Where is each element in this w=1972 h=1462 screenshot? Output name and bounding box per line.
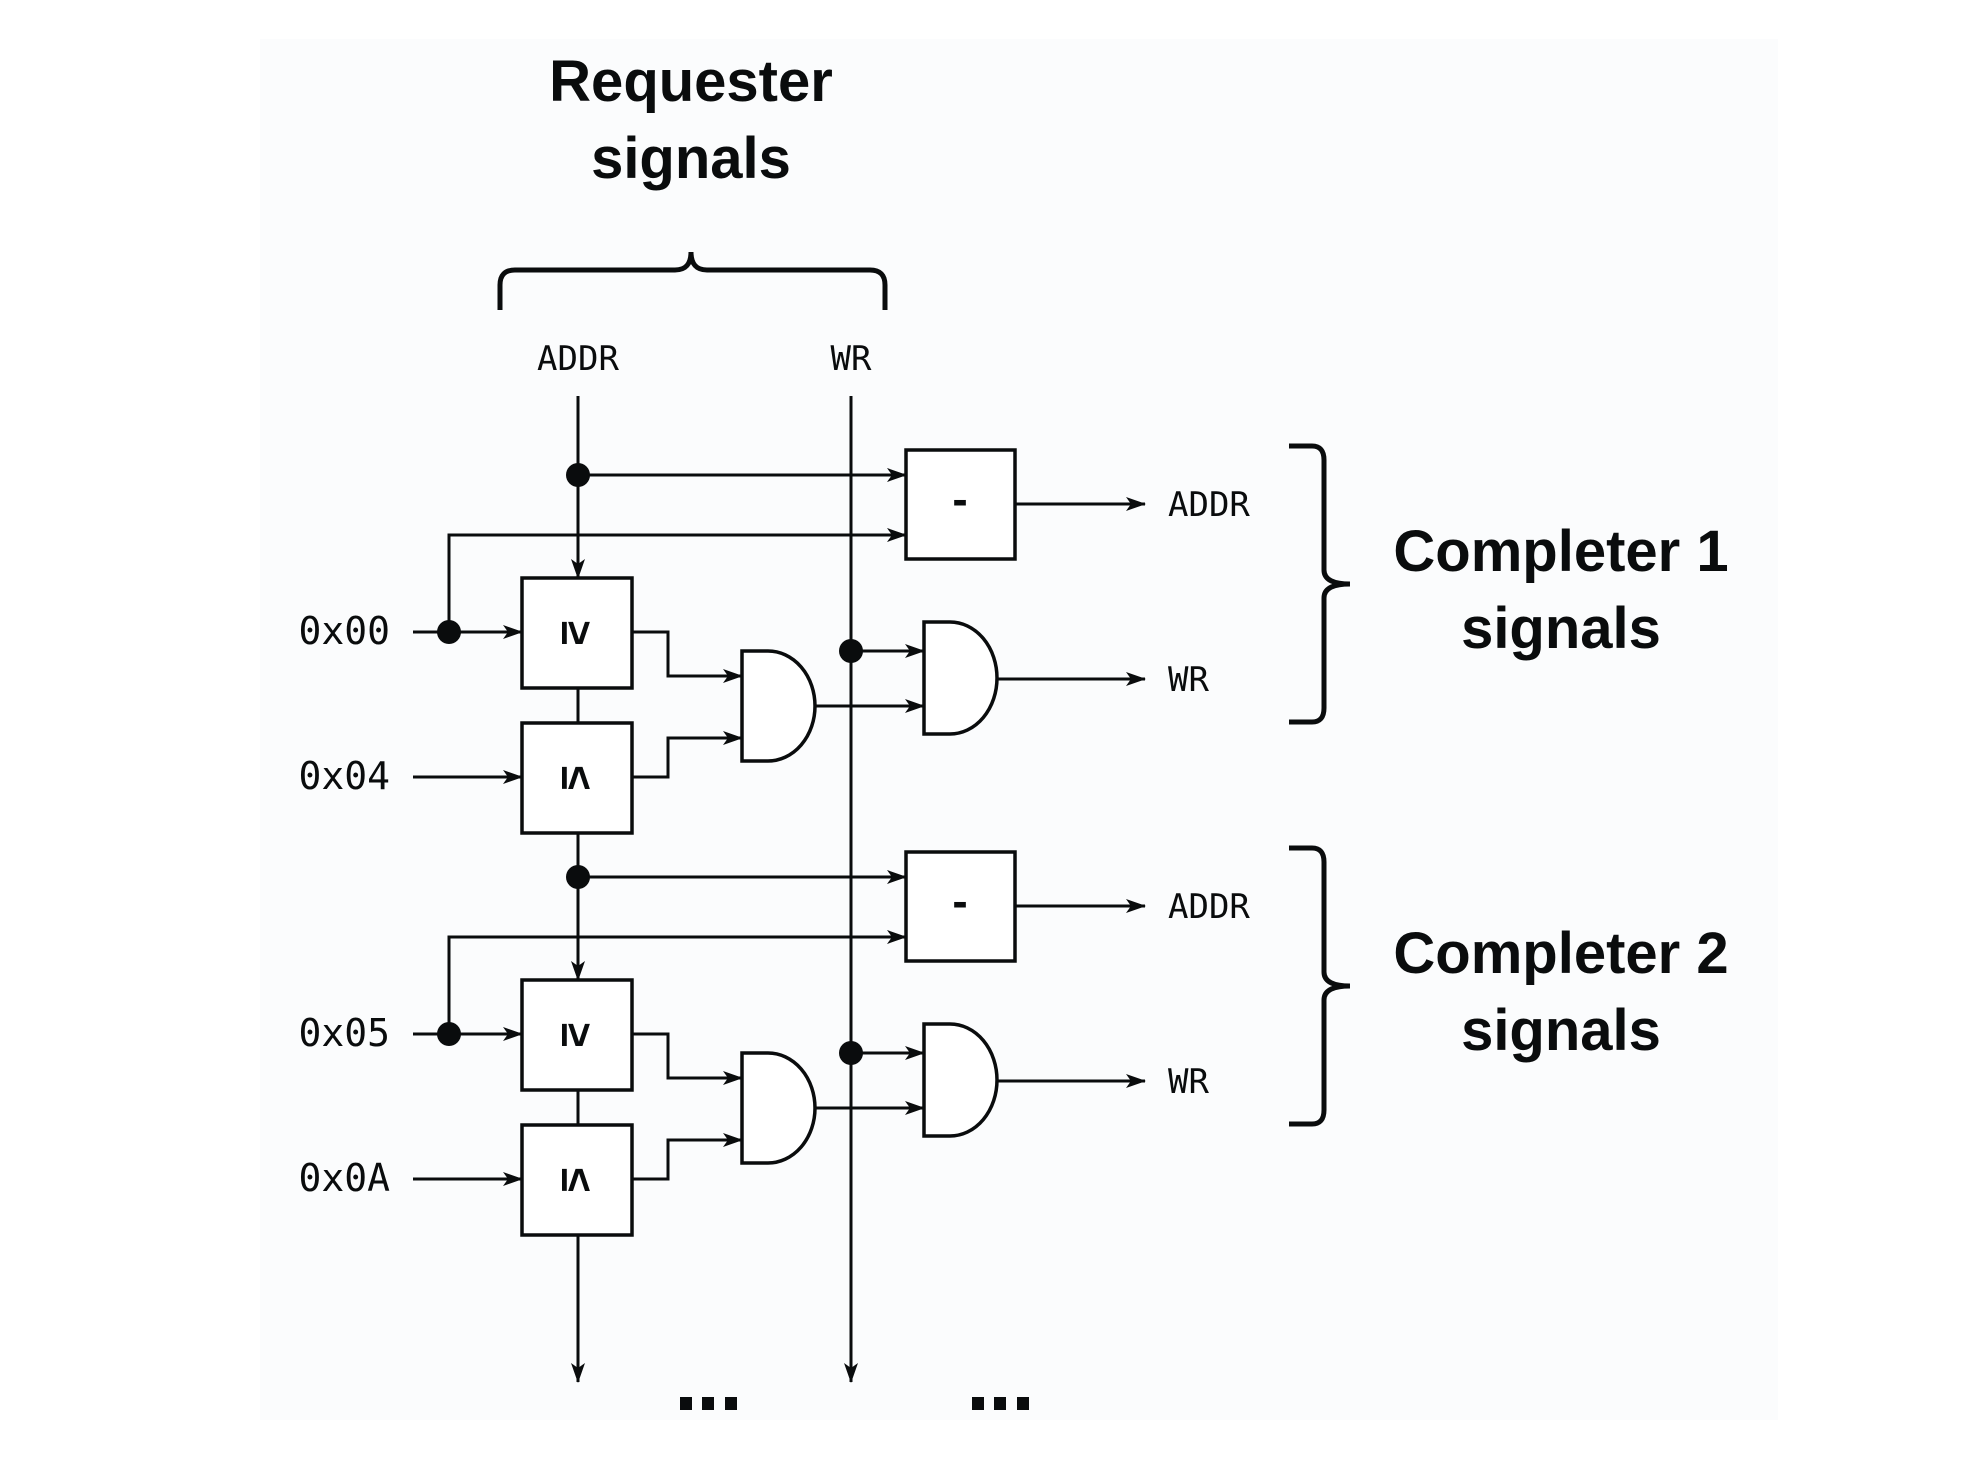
range-and-gate (740, 1051, 817, 1165)
subtract-operator: - (952, 473, 967, 525)
high-bound-label: 0x04 (298, 754, 390, 798)
subtract-box (904, 850, 1017, 963)
base-to-subtract-wire (447, 528, 907, 632)
completer-section-1: - ADDR 0x00 ≥0x04 ≤ WR Completer 1 signals (298, 443, 1729, 835)
ge-to-and-wire (632, 630, 743, 683)
wr-junction-dot (839, 639, 863, 663)
ge-operator: ≥ (552, 1023, 601, 1047)
low-bound-junction-dot (437, 1022, 461, 1046)
wr-and-gate (922, 1022, 999, 1138)
completer-title-line1: Completer 1 (1393, 519, 1728, 584)
wr-junction-dot (839, 1041, 863, 1065)
requester-brace (497, 251, 888, 310)
base-to-subtract-wire (447, 930, 907, 1034)
le-operator: ≤ (552, 1168, 601, 1192)
le-comparator-box (520, 1123, 634, 1237)
requester-title-line2: signals (591, 126, 791, 191)
le-to-and-wire (632, 731, 743, 779)
range-and-gate (740, 649, 817, 763)
completer-title-line1: Completer 2 (1393, 921, 1728, 986)
ge-operator: ≥ (552, 621, 601, 645)
completer-wr-output-label: WR (1168, 1062, 1209, 1102)
continuation-left-ellipsis (680, 1397, 737, 1410)
continuation-right-ellipsis (972, 1397, 1029, 1410)
completer-title-line2: signals (1461, 998, 1661, 1063)
low-bound-label: 0x05 (298, 1011, 390, 1055)
requester-title-line1: Requester (549, 49, 833, 114)
completer-addr-output-label: ADDR (1168, 485, 1250, 525)
completer-section-2: - ADDR 0x05 ≥0x0A ≤ WR Completer 2 signals (298, 845, 1729, 1237)
high-bound-label: 0x0A (298, 1156, 390, 1200)
le-to-and-wire (632, 1133, 743, 1181)
completer-brace (1289, 443, 1351, 725)
subtract-box (904, 448, 1017, 561)
low-bound-label: 0x00 (298, 609, 390, 653)
completer-title-line2: signals (1461, 596, 1661, 661)
low-bound-junction-dot (437, 620, 461, 644)
requester-addr-label: ADDR (537, 339, 619, 379)
ge-comparator-box (520, 576, 634, 690)
completer-addr-output-label: ADDR (1168, 887, 1250, 927)
wr-and-gate (922, 620, 999, 736)
completer-brace (1289, 845, 1351, 1127)
completer-wr-output-label: WR (1168, 660, 1209, 700)
le-operator: ≤ (552, 766, 601, 790)
ge-to-and-wire (632, 1032, 743, 1085)
subtract-operator: - (952, 875, 967, 927)
requester-wr-label: WR (831, 339, 872, 379)
